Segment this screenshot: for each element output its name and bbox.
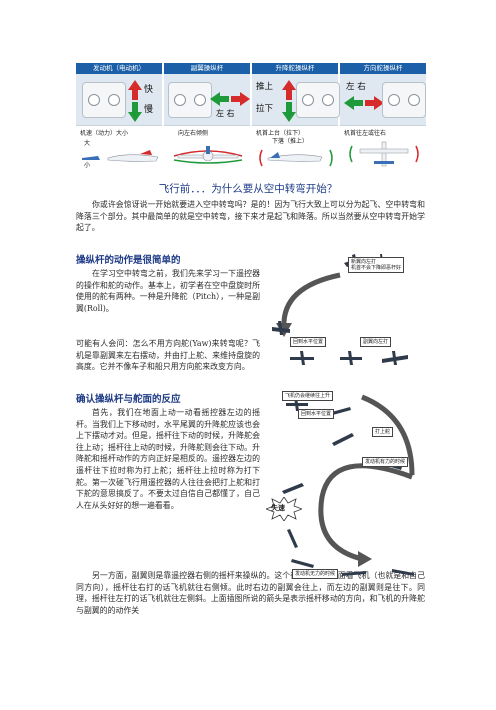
nose-up-label: 机首上台（拉下） bbox=[256, 130, 305, 137]
yaw-label: 机首往左或往右 bbox=[344, 130, 387, 137]
up-down-arrow-icon bbox=[128, 80, 142, 122]
panel-rudder: 方向舵操纵杆 左 右 机首往左或往右 bbox=[340, 63, 426, 171]
section-heading: 确认操纵杆与舵面的反应 bbox=[76, 394, 181, 405]
section1-paragraph-1: 在学习空中转弯之前，我们先来学习一下遥控器的操作和舵的动作。基本上，初学者在空中… bbox=[76, 269, 260, 313]
transmitter-icon bbox=[82, 82, 126, 118]
arrow-label-push: 推上 bbox=[256, 82, 274, 92]
section1-paragraph-2: 可能有人会问：怎么不用方向舵(Yaw)来转弯呢？飞机是靠副翼来左右摆动，并由打上… bbox=[76, 339, 260, 372]
up-down-arrow-icon bbox=[282, 80, 296, 122]
arrow-label-fast: 快 bbox=[144, 85, 154, 95]
section2-paragraph-1: 首先，我们在地面上动一动看摇控器左边的摇杆。当我们上下移动时，水平尾翼的升降舵应… bbox=[76, 408, 260, 510]
figure-tag: 发动机无力的时候 bbox=[292, 569, 339, 579]
panel-title: 方向舵操纵杆 bbox=[340, 63, 426, 74]
figure-tag: 发动机有力的时候 bbox=[362, 457, 409, 467]
panel-title: 副翼操纵杆 bbox=[164, 63, 250, 74]
control-diagram: 发动机（电动机） 快 慢 机速（动力）大小 大 小 bbox=[76, 63, 426, 171]
intro-paragraph: 你或许会惊讶说一开始就要进入空中转弯吗？是的！因为飞行大致上可以分为起飞、空中转… bbox=[76, 200, 425, 233]
figure-tag: 回到水平位置 bbox=[298, 409, 335, 419]
transmitter-icon bbox=[382, 82, 426, 118]
page-subtitle: 飞行前．．．为什么要从空中转弯开始？ bbox=[158, 183, 338, 195]
transmitter-icon bbox=[296, 82, 340, 118]
section2-paragraph-2: 另一方面，副翼则是靠遥控器右侧的摇杆来操纵的。这个很好记，从后面看飞机（也就是和… bbox=[76, 571, 425, 615]
stall-burst-icon bbox=[266, 497, 302, 521]
stall-label: 失速 bbox=[271, 504, 285, 512]
flight-path-illustration bbox=[272, 254, 415, 576]
airplane-side-icon bbox=[259, 149, 333, 167]
panel-title: 发动机（电动机） bbox=[76, 63, 162, 74]
figure-tag: 副翼向左打 bbox=[360, 337, 392, 347]
figure-tag: 回到水平位置 bbox=[290, 337, 327, 347]
roll-label: 向左右倾侧 bbox=[178, 130, 209, 137]
panel-title: 升降舵操纵杆 bbox=[252, 63, 338, 74]
speed-label: 机速（动力）大小 bbox=[80, 130, 129, 137]
figure-tag: 飞机仍会继续往上升 bbox=[282, 391, 334, 401]
panel-aileron: 副翼操纵杆 左 右 向左右倾侧 bbox=[164, 63, 250, 171]
figure-tag: 打上舵 bbox=[372, 427, 394, 437]
panel-throttle: 发动机（电动机） 快 慢 机速（动力）大小 大 小 bbox=[76, 63, 162, 171]
transmitter-icon bbox=[168, 82, 212, 118]
section-heading: 操纵杆的动作是很简单的 bbox=[76, 255, 181, 266]
arrow-label-slow: 慢 bbox=[144, 105, 154, 115]
arrow-label-pull: 拉下 bbox=[256, 104, 274, 114]
airplane-top-icon bbox=[349, 141, 419, 167]
arrow-label-left-right: 左 右 bbox=[346, 82, 366, 92]
airplane-front-icon bbox=[173, 146, 243, 164]
flight-path-figure: 新翼向左打 机首不会下降即恶杆好 回到水平位置 副翼向左打 飞机仍会继续往上升 … bbox=[262, 247, 432, 585]
figure-tag: 新翼向左打 机首不会下降即恶杆好 bbox=[348, 257, 405, 273]
panel-elevator: 升降舵操纵杆 推上 拉下 机首上台（拉下） 下落（推上） bbox=[252, 63, 340, 171]
left-right-arrow-icon bbox=[210, 92, 250, 106]
airplane-side-icon bbox=[82, 150, 159, 162]
nose-down-label: 下落（推上） bbox=[272, 138, 309, 145]
arrow-label-left-right: 左 右 bbox=[216, 109, 235, 118]
left-right-arrow-icon bbox=[344, 96, 384, 110]
small-label: 小 bbox=[84, 162, 91, 169]
big-label: 大 bbox=[84, 140, 91, 147]
